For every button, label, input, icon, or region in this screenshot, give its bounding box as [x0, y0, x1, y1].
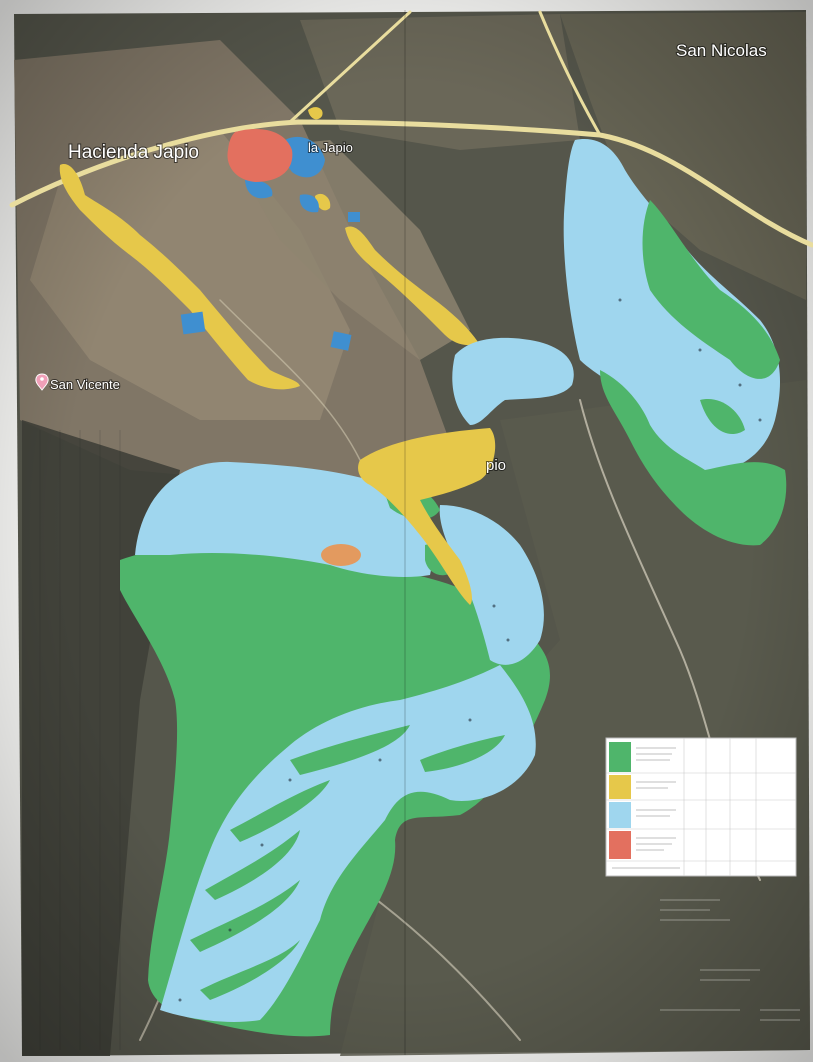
orange-patch	[321, 544, 361, 566]
label-san-vicente: San Vicente	[50, 377, 120, 392]
yellow-strip-west	[59, 164, 300, 390]
land-cover-zones	[59, 107, 787, 1037]
lightblue-blob-central	[452, 337, 574, 425]
title-block	[660, 899, 800, 1021]
place-labels: San Nicolas Hacienda Japio la Japio San …	[35, 40, 768, 475]
legend-swatch-red	[609, 831, 631, 859]
legend-swatch-green	[609, 742, 631, 772]
label-san-nicolas: San Nicolas	[676, 41, 767, 60]
green-zone-east	[642, 200, 780, 379]
road-east-branch	[538, 10, 602, 137]
label-japio-partial: la Japio	[308, 140, 353, 155]
yellow-strip-south	[358, 428, 496, 605]
lightblue-corridor	[439, 505, 544, 665]
legend-box	[605, 737, 797, 877]
track-mid	[219, 299, 361, 461]
legend-swatch-lightblue	[609, 802, 631, 828]
san-vicente-marker[interactable]: San Vicente	[35, 373, 121, 393]
legend-swatch-yellow	[609, 775, 631, 799]
label-hacienda-japio: Hacienda Japio	[68, 142, 199, 163]
map-legend	[605, 737, 797, 877]
road-north	[288, 10, 412, 124]
lightblue-zone-north	[135, 461, 434, 577]
label-japio-center: pio	[486, 457, 506, 474]
pin-icon	[35, 373, 49, 391]
main-road	[9, 119, 813, 248]
pond-2	[330, 331, 352, 351]
yellow-strip-central	[345, 226, 478, 346]
pond-1	[180, 311, 206, 335]
red-zone-hacienda	[227, 129, 293, 182]
